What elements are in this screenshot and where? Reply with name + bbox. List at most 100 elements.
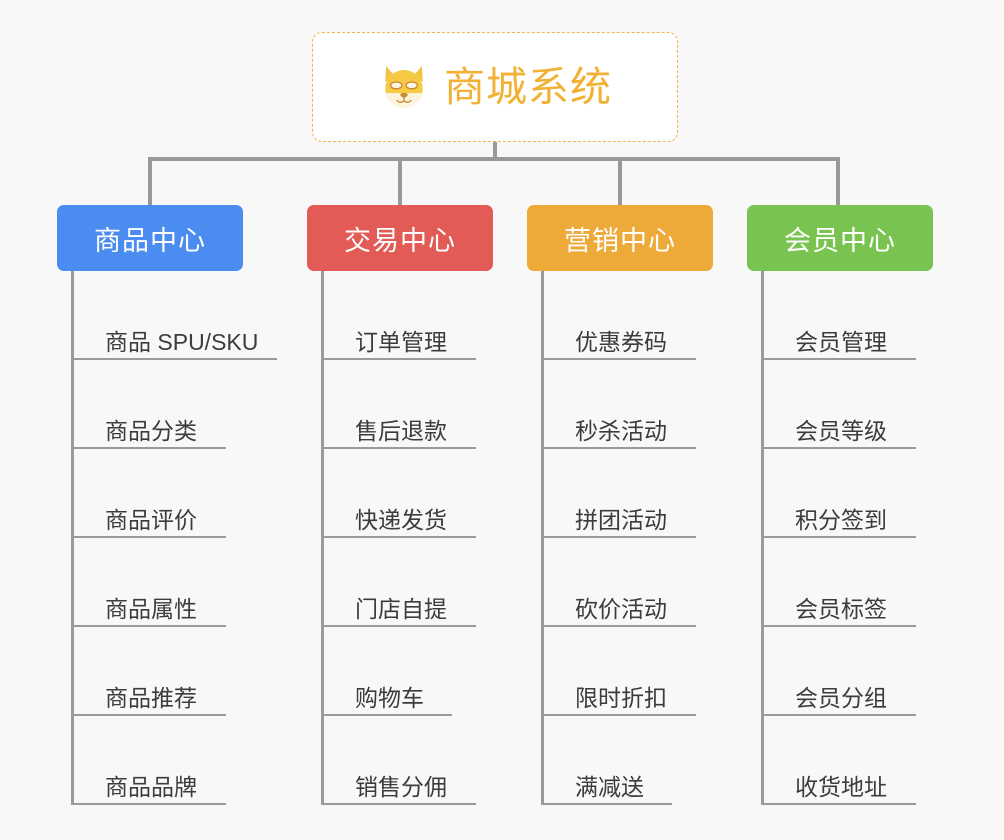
leaf-item-label: 收货地址 <box>795 774 887 800</box>
leaf-item-label: 售后退款 <box>355 418 447 444</box>
connector-drop-1 <box>148 157 152 205</box>
category-column: 会员中心会员管理会员等级积分签到会员标签会员分组收货地址 <box>747 205 933 805</box>
connector-root-stem <box>493 142 497 160</box>
leaf-item-label: 快递发货 <box>355 507 447 533</box>
leaf-list: 优惠券码秒杀活动拼团活动砍价活动限时折扣满减送 <box>541 271 713 805</box>
leaf-item-label: 销售分佣 <box>355 774 447 800</box>
leaf-item-label: 会员管理 <box>795 329 887 355</box>
leaf-item-label: 拼团活动 <box>575 507 667 533</box>
leaf-item-label: 会员分组 <box>795 685 887 711</box>
leaf-underline <box>541 803 672 805</box>
leaf-item[interactable]: 积分签到 <box>761 449 933 538</box>
leaf-underline <box>71 803 226 805</box>
leaf-item[interactable]: 售后退款 <box>321 360 493 449</box>
category-box[interactable]: 交易中心 <box>307 205 493 271</box>
leaf-item[interactable]: 快递发货 <box>321 449 493 538</box>
category-column: 营销中心优惠券码秒杀活动拼团活动砍价活动限时折扣满减送 <box>527 205 713 805</box>
leaf-item[interactable]: 秒杀活动 <box>541 360 713 449</box>
root-title: 商城系统 <box>444 63 612 110</box>
leaf-item-label: 门店自提 <box>355 596 447 622</box>
leaf-underline <box>761 803 916 805</box>
branch-trunk-line <box>761 271 764 805</box>
leaf-item-label: 商品属性 <box>105 596 197 622</box>
leaf-item[interactable]: 销售分佣 <box>321 716 493 805</box>
branch-trunk-line <box>321 271 324 805</box>
leaf-underline <box>761 358 916 360</box>
leaf-item-label: 积分签到 <box>795 507 887 533</box>
leaf-underline <box>71 358 277 360</box>
leaf-underline <box>541 536 696 538</box>
leaf-underline <box>541 714 696 716</box>
leaf-item-label: 商品 SPU/SKU <box>105 329 259 355</box>
leaf-item[interactable]: 优惠券码 <box>541 271 713 360</box>
leaf-item[interactable]: 满减送 <box>541 716 713 805</box>
leaf-item[interactable]: 订单管理 <box>321 271 493 360</box>
leaf-underline <box>321 625 476 627</box>
leaf-item-label: 购物车 <box>355 685 424 711</box>
leaf-item[interactable]: 拼团活动 <box>541 449 713 538</box>
leaf-item-label: 商品推荐 <box>105 685 197 711</box>
category-box[interactable]: 商品中心 <box>57 205 243 271</box>
leaf-underline <box>71 447 226 449</box>
category-label: 商品中心 <box>94 225 206 256</box>
leaf-item-label: 砍价活动 <box>575 596 667 622</box>
leaf-underline <box>321 358 476 360</box>
leaf-underline <box>761 625 916 627</box>
leaf-item[interactable]: 会员分组 <box>761 627 933 716</box>
leaf-item[interactable]: 商品分类 <box>71 360 243 449</box>
leaf-item-label: 商品评价 <box>105 507 197 533</box>
leaf-item[interactable]: 会员管理 <box>761 271 933 360</box>
leaf-item[interactable]: 限时折扣 <box>541 627 713 716</box>
leaf-item-label: 限时折扣 <box>575 685 667 711</box>
leaf-underline <box>761 536 916 538</box>
category-label: 会员中心 <box>784 225 896 256</box>
leaf-underline <box>761 447 916 449</box>
leaf-item[interactable]: 商品评价 <box>71 449 243 538</box>
connector-drop-2 <box>398 157 402 205</box>
leaf-item[interactable]: 商品品牌 <box>71 716 243 805</box>
leaf-list: 商品 SPU/SKU 商品分类商品评价商品属性商品推荐商品品牌 <box>71 271 277 805</box>
leaf-list: 订单管理售后退款快递发货门店自提购物车销售分佣 <box>321 271 493 805</box>
connector-drop-4 <box>836 157 840 205</box>
leaf-item[interactable]: 商品推荐 <box>71 627 243 716</box>
leaf-item[interactable]: 购物车 <box>321 627 493 716</box>
category-box[interactable]: 营销中心 <box>527 205 713 271</box>
category-box[interactable]: 会员中心 <box>747 205 933 271</box>
leaf-item[interactable]: 商品 SPU/SKU <box>71 271 277 360</box>
category-column: 交易中心订单管理售后退款快递发货门店自提购物车销售分佣 <box>307 205 493 805</box>
leaf-underline <box>541 358 696 360</box>
leaf-underline <box>71 625 226 627</box>
leaf-underline <box>71 536 226 538</box>
leaf-item-label: 会员等级 <box>795 418 887 444</box>
leaf-item[interactable]: 会员等级 <box>761 360 933 449</box>
leaf-item[interactable]: 门店自提 <box>321 538 493 627</box>
leaf-underline <box>541 447 696 449</box>
leaf-underline <box>321 714 452 716</box>
category-label: 营销中心 <box>564 225 676 256</box>
connector-horizontal-bus <box>148 157 840 161</box>
leaf-list: 会员管理会员等级积分签到会员标签会员分组收货地址 <box>761 271 933 805</box>
leaf-item-label: 商品品牌 <box>105 774 197 800</box>
category-label: 交易中心 <box>344 225 456 256</box>
leaf-item-label: 满减送 <box>575 774 644 800</box>
leaf-item[interactable]: 砍价活动 <box>541 538 713 627</box>
branch-trunk-line <box>71 271 74 805</box>
leaf-item-label: 商品分类 <box>105 418 197 444</box>
leaf-item-label: 优惠券码 <box>575 329 667 355</box>
leaf-underline <box>321 536 476 538</box>
shiba-dog-face-icon <box>385 65 423 111</box>
category-column: 商品中心商品 SPU/SKU 商品分类商品评价商品属性商品推荐商品品牌 <box>57 205 277 805</box>
root-node[interactable]: 商城系统 <box>312 32 678 142</box>
connector-drop-3 <box>618 157 622 205</box>
leaf-item-label: 订单管理 <box>355 329 447 355</box>
leaf-underline <box>761 714 916 716</box>
leaf-item[interactable]: 收货地址 <box>761 716 933 805</box>
leaf-underline <box>541 625 696 627</box>
branch-trunk-line <box>541 271 544 805</box>
leaf-underline <box>321 803 476 805</box>
leaf-item[interactable]: 会员标签 <box>761 538 933 627</box>
leaf-underline <box>321 447 476 449</box>
leaf-item[interactable]: 商品属性 <box>71 538 243 627</box>
leaf-item-label: 秒杀活动 <box>575 418 667 444</box>
